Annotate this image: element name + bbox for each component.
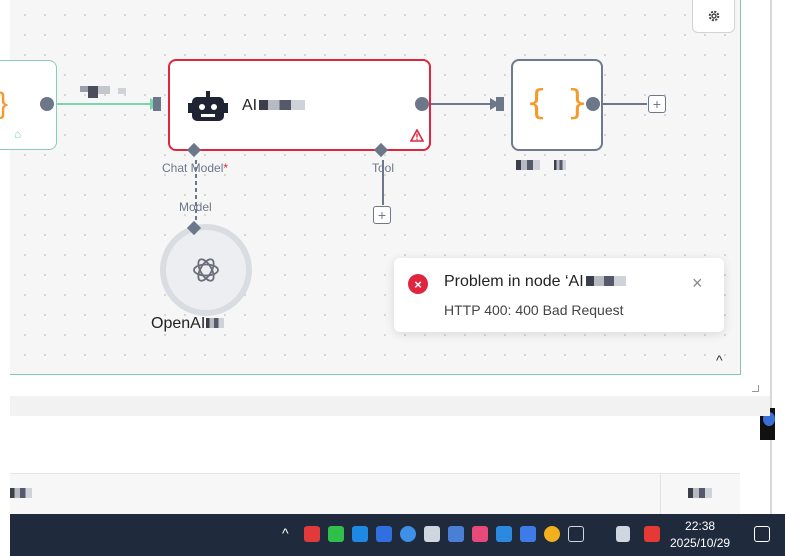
tray-app-icon[interactable] [424, 526, 440, 542]
add-tool-button[interactable]: + [373, 206, 391, 224]
chat-model-label: Chat Model* [162, 161, 228, 175]
toast-message: HTTP 400: 400 Bad Request [444, 302, 624, 318]
blurred-text [10, 488, 32, 498]
code-node[interactable]: { } [511, 59, 603, 151]
tray-app-icon[interactable] [496, 526, 512, 542]
openai-title-text: OpenAI [151, 315, 206, 332]
blurred-text [206, 318, 225, 328]
shield-icon[interactable] [448, 526, 464, 542]
code-output-port[interactable] [586, 97, 600, 111]
ai-agent-node[interactable]: AI [168, 59, 431, 151]
add-node-button[interactable]: + [648, 95, 666, 113]
warning-triangle-icon[interactable] [410, 129, 424, 142]
toast-title-text: Problem in node ‘AI [444, 273, 584, 290]
scrollbar-vertical[interactable] [750, 0, 770, 395]
openai-node-title: OpenAI [151, 315, 225, 333]
code-brace-icon: { } [526, 83, 588, 123]
code-input-port[interactable] [496, 97, 504, 111]
tray-app-icon[interactable] [520, 526, 536, 542]
blurred-text [259, 100, 306, 110]
pin-icon: ⌂ [14, 127, 22, 141]
resize-handle[interactable] [752, 385, 759, 392]
wechat-icon[interactable] [328, 526, 344, 542]
ai-agent-title: AI [242, 97, 306, 115]
bottom-strip [10, 396, 770, 416]
error-toast: × Problem in node ‘AI HTTP 400: 400 Bad … [394, 258, 724, 332]
bottom-panel [10, 473, 740, 515]
error-icon: × [408, 274, 428, 294]
clock-time: 22:38 [685, 519, 716, 533]
chat-model-text: Chat Model [162, 161, 224, 175]
blurred-text [688, 488, 712, 498]
trigger-output-port[interactable] [40, 97, 54, 111]
notification-icon[interactable] [754, 526, 770, 542]
clock-date: 2025/10/29 [670, 536, 731, 550]
required-marker: * [223, 161, 229, 175]
agent-title-text: AI [242, 97, 258, 114]
blurred-text [585, 276, 626, 286]
openai-node[interactable] [160, 224, 252, 316]
panel-divider [660, 474, 661, 515]
windows-taskbar: ^ 22:38 2025/10/29 [10, 514, 785, 556]
blurred-text [516, 160, 540, 170]
robot-icon [188, 91, 228, 121]
tray-app-icon[interactable] [616, 526, 630, 542]
openai-logo-icon [193, 258, 219, 282]
blurred-text [554, 160, 567, 170]
window-edge [770, 0, 772, 520]
arrowhead [490, 98, 500, 110]
tray-app-icon[interactable] [400, 526, 416, 542]
volume-icon[interactable] [568, 526, 584, 542]
sogou-input-icon[interactable] [644, 526, 660, 542]
tray-app-icon[interactable] [304, 526, 320, 542]
close-icon[interactable]: × [692, 273, 703, 293]
model-label: Model [179, 200, 212, 214]
gear-icon [708, 10, 719, 22]
tray-app-icon[interactable] [472, 526, 488, 542]
code-brace-icon: } [0, 87, 8, 121]
tray-app-icon[interactable] [544, 526, 560, 542]
system-clock[interactable]: 22:38 2025/10/29 [670, 518, 730, 552]
settings-button[interactable] [692, 0, 735, 33]
agent-input-port[interactable] [153, 97, 161, 111]
agent-output-port[interactable] [415, 97, 429, 111]
tray-overflow-icon[interactable]: ^ [282, 525, 289, 541]
tool-label: Tool [372, 161, 395, 175]
tray-app-icon[interactable] [352, 526, 368, 542]
code-node-title [516, 157, 567, 175]
tray-app-icon[interactable] [376, 526, 392, 542]
collapse-panel-button[interactable]: ^ [716, 352, 723, 368]
toast-title: Problem in node ‘AI [444, 273, 626, 291]
workflow-canvas[interactable]: } ⌂ AI Chat Model* Tool Model + [0, 0, 741, 375]
